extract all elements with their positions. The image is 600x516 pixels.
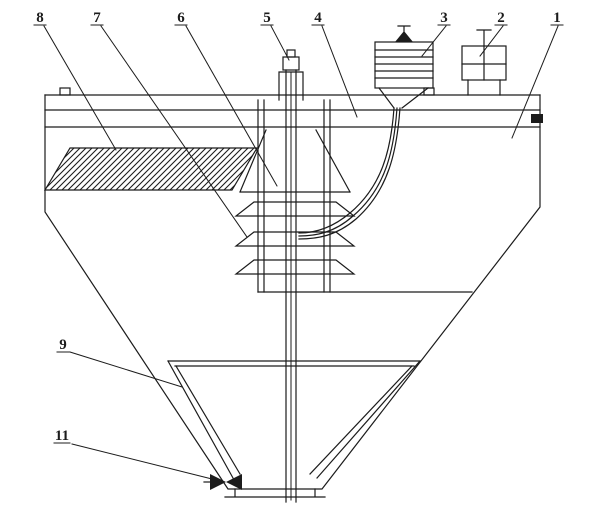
label-underlines bbox=[33, 24, 564, 444]
feed-box-pin bbox=[476, 29, 492, 47]
part-label-7: 7 bbox=[93, 10, 101, 26]
shaft-top-bearing bbox=[282, 56, 300, 71]
feed-pipe bbox=[298, 107, 401, 240]
part-label-3: 3 bbox=[440, 10, 448, 26]
drive-body bbox=[374, 41, 434, 89]
tank-shell-outline bbox=[44, 94, 541, 490]
leader-lines bbox=[43, 25, 559, 481]
part-label-8: 8 bbox=[36, 10, 44, 26]
leader-line-2 bbox=[479, 25, 504, 57]
agitator-shaft bbox=[285, 69, 297, 503]
inclined-plate-baffle bbox=[43, 147, 259, 191]
feed-line bbox=[298, 87, 429, 240]
bottom-outlet-flange bbox=[224, 488, 326, 498]
part-label-2: 2 bbox=[497, 10, 505, 26]
leader-line-3 bbox=[421, 25, 447, 57]
overflow-stub bbox=[531, 114, 543, 123]
drive-fins bbox=[374, 49, 434, 79]
part-label-5: 5 bbox=[263, 10, 271, 26]
drive-cap bbox=[395, 31, 413, 42]
feed-box bbox=[461, 29, 507, 96]
feedwell bbox=[234, 99, 356, 293]
leader-line-5 bbox=[270, 25, 290, 61]
leader-line-7 bbox=[100, 25, 248, 238]
part-label-1: 1 bbox=[553, 10, 561, 26]
shaft-pedestal bbox=[278, 71, 304, 101]
drive-unit bbox=[374, 25, 434, 89]
leader-line-8 bbox=[43, 25, 117, 151]
leader-line-1 bbox=[511, 25, 559, 139]
shaft-top-pin bbox=[286, 49, 296, 58]
leader-line-11 bbox=[71, 443, 217, 481]
drain-valve-body bbox=[210, 474, 242, 490]
tank-deck-lines bbox=[44, 94, 541, 128]
part-label-4: 4 bbox=[314, 10, 322, 26]
leader-line-4 bbox=[321, 25, 358, 118]
leader-line-6 bbox=[185, 25, 278, 187]
drain-valve bbox=[203, 474, 242, 490]
deck-fitting-left bbox=[59, 87, 71, 96]
part-labels: 8 7 6 5 4 3 2 1 9 11 bbox=[36, 10, 561, 444]
feedwell-walls bbox=[257, 99, 331, 293]
inner-cone-liner bbox=[167, 360, 421, 479]
feed-funnel bbox=[378, 87, 429, 109]
feed-box-cross bbox=[461, 45, 507, 81]
part-label-9: 9 bbox=[59, 337, 67, 353]
feedwell-skirt bbox=[239, 129, 351, 193]
vessel bbox=[44, 94, 541, 498]
drive-lifting-pin bbox=[397, 25, 411, 32]
leader-line-9 bbox=[69, 351, 183, 388]
feed-box-legs bbox=[467, 79, 501, 96]
deck-fitting-right bbox=[423, 87, 435, 96]
part-label-6: 6 bbox=[177, 10, 185, 26]
central-shaft-assembly bbox=[278, 49, 304, 503]
part-label-11: 11 bbox=[55, 428, 69, 444]
deflector-cones bbox=[234, 201, 356, 275]
